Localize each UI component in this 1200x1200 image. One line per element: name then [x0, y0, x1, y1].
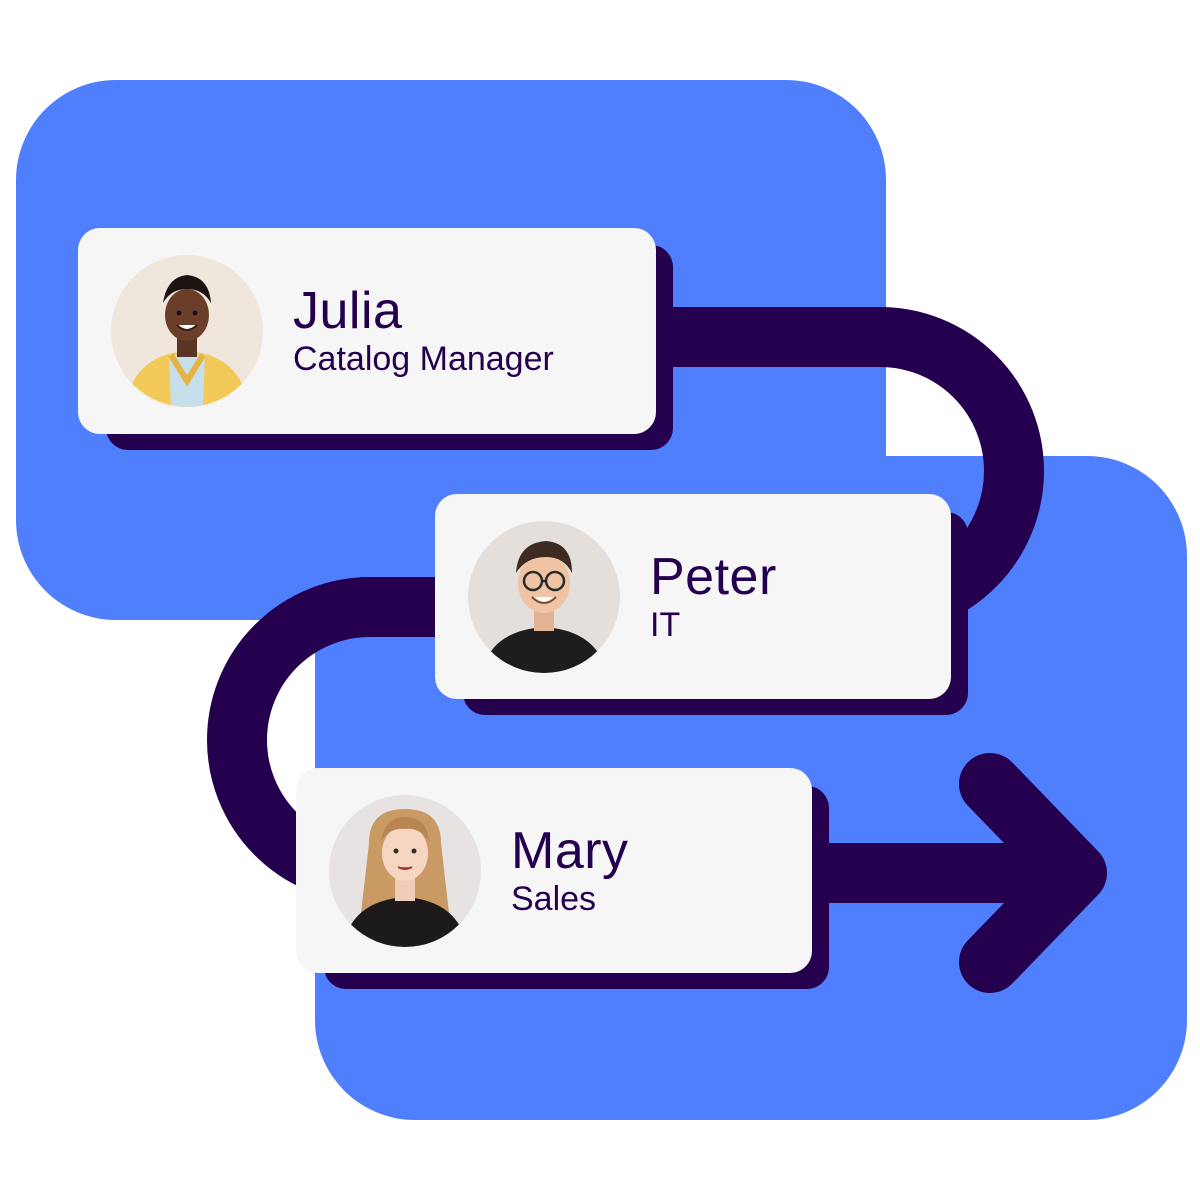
arrow-right-icon — [959, 753, 1107, 993]
person-role: Sales — [511, 879, 597, 918]
person-card-mary: Mary Sales — [296, 768, 812, 973]
man-glasses-avatar — [468, 520, 620, 673]
person-name: Mary — [511, 821, 629, 880]
person-role: IT — [650, 605, 681, 644]
person-name: Julia — [293, 282, 403, 340]
person-card-julia: Julia Catalog Manager — [78, 228, 656, 434]
person-card-text: Julia Catalog Manager — [293, 283, 554, 379]
person-card-peter: Peter IT — [435, 494, 951, 699]
woman-blonde-avatar — [329, 794, 481, 947]
person-card-text: Peter IT — [650, 549, 777, 645]
person-name: Peter — [650, 547, 777, 606]
person-card-text: Mary Sales — [511, 823, 629, 919]
woman-yellow-blazer-avatar — [111, 255, 263, 407]
person-role: Catalog Manager — [293, 340, 554, 378]
